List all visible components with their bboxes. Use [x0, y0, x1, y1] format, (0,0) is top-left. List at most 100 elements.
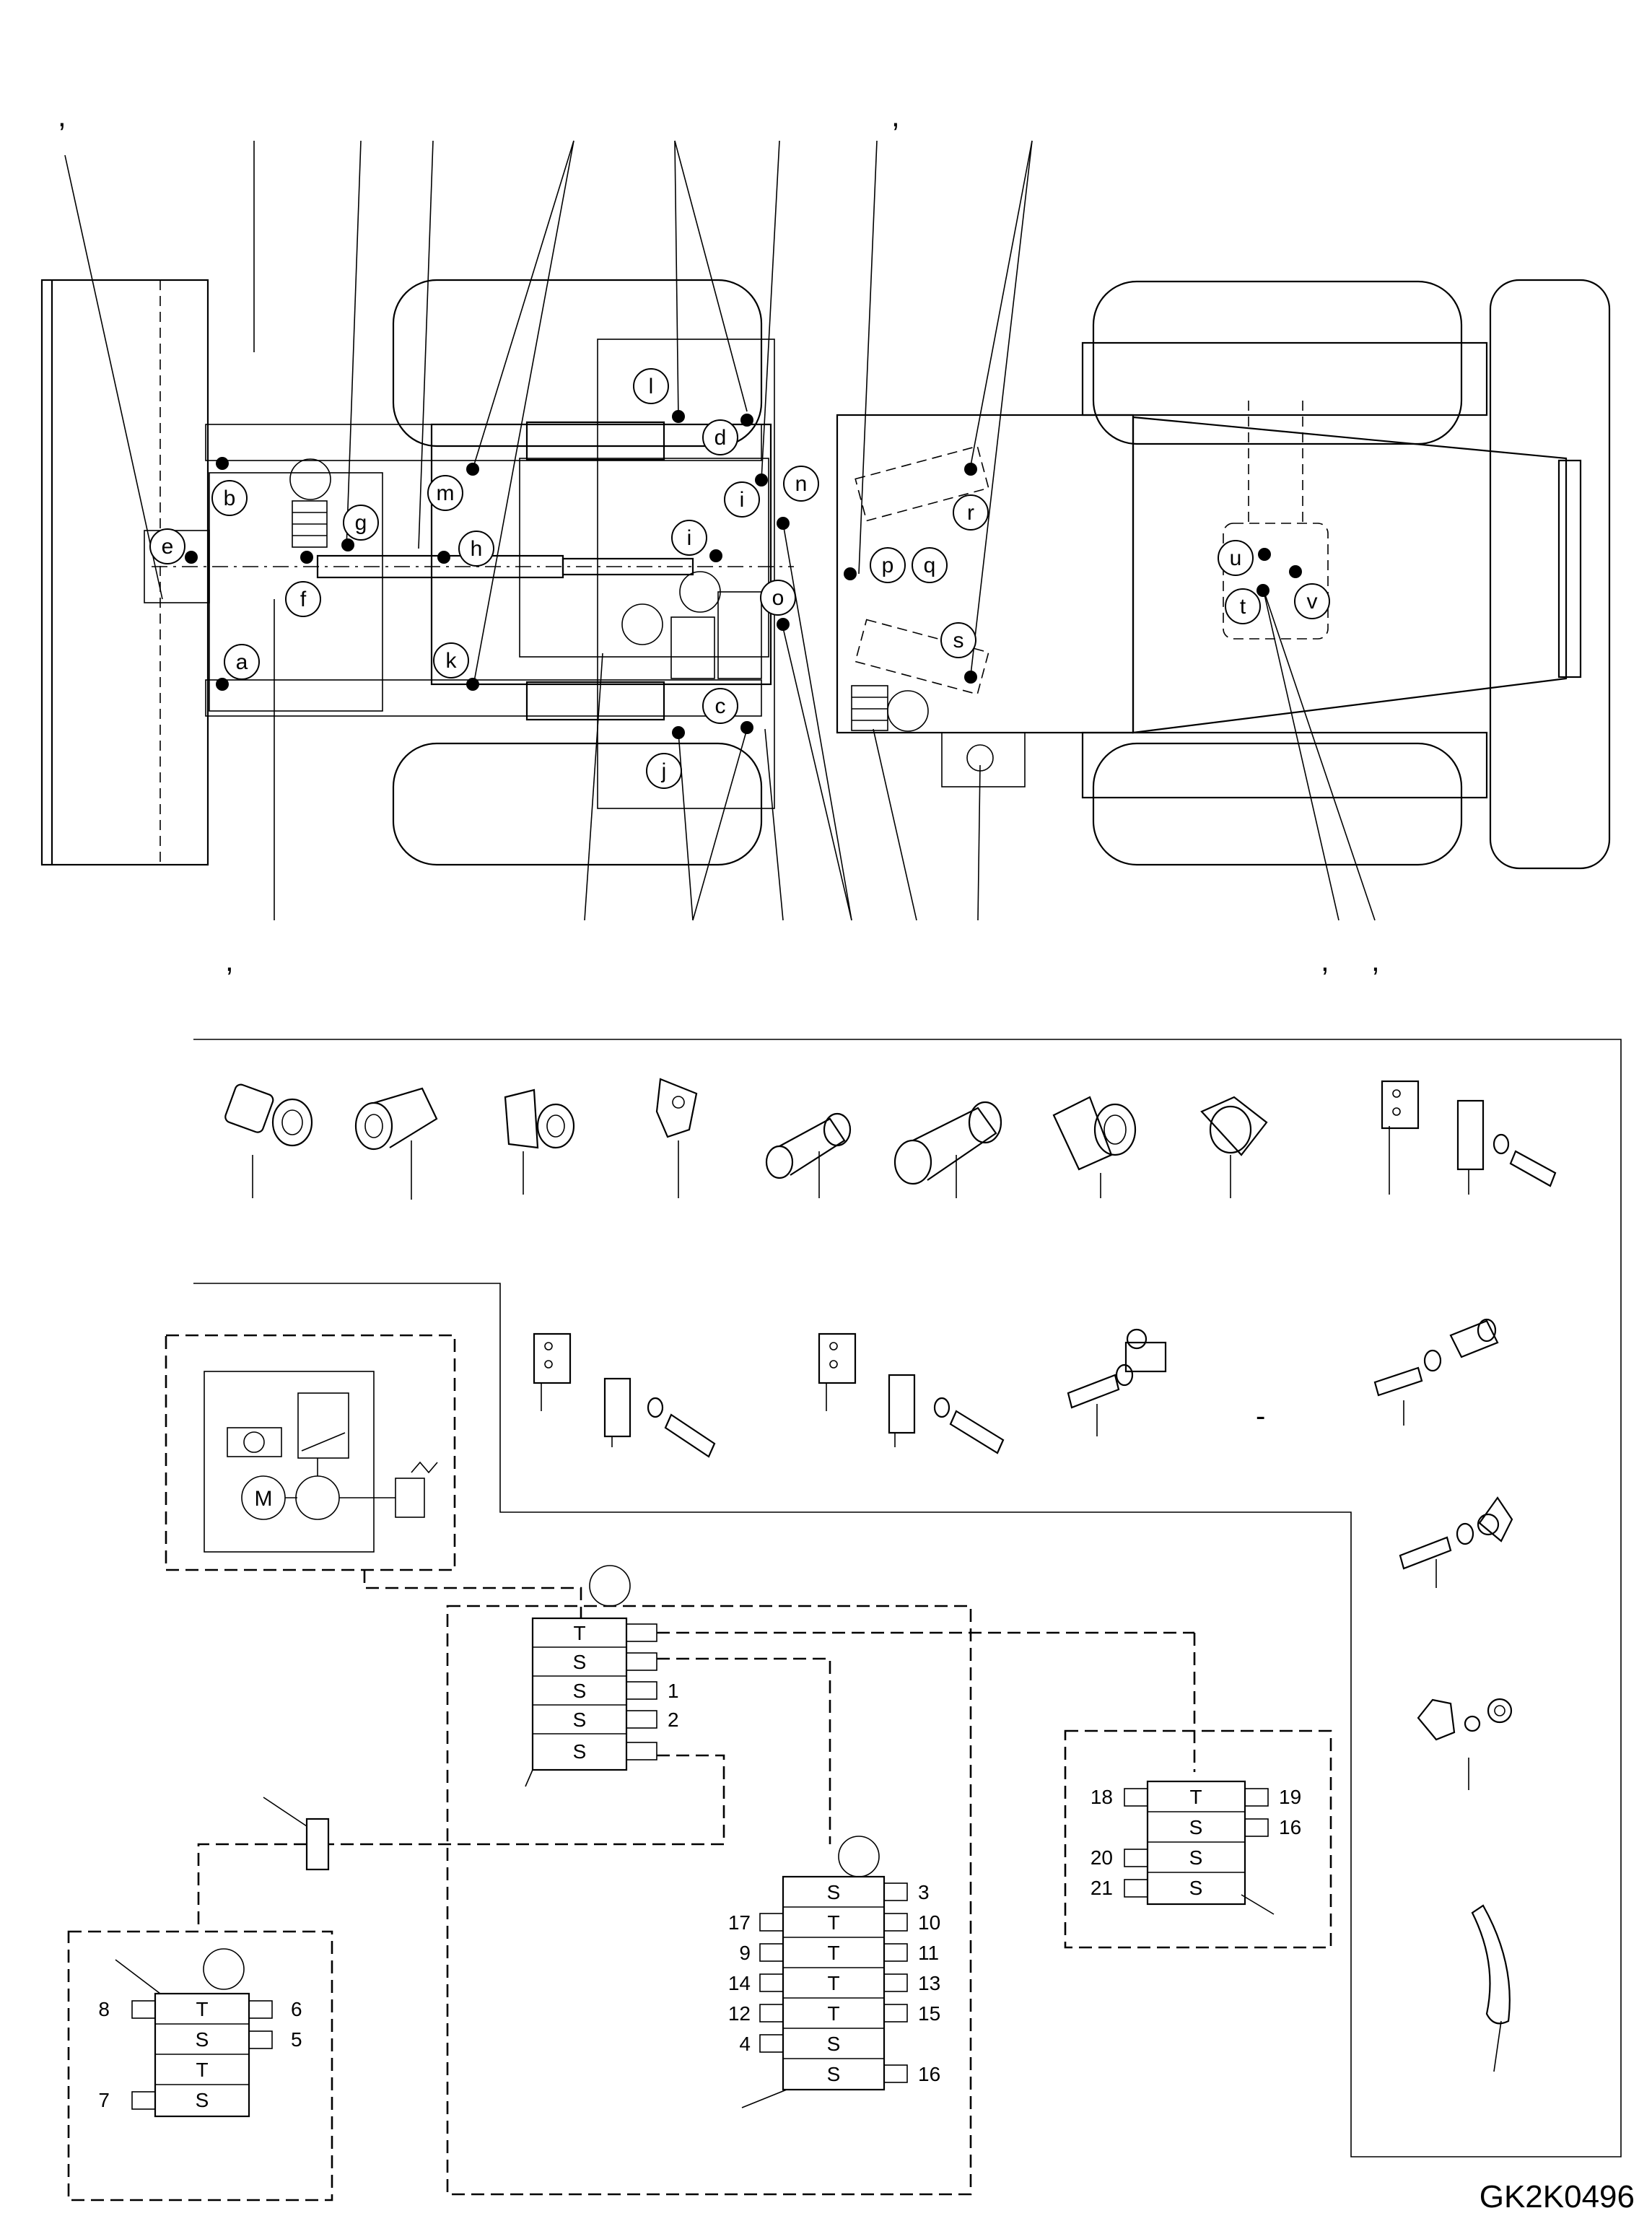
block2-port-left: 12 — [728, 2002, 751, 2025]
point-v: v — [1289, 565, 1330, 619]
grease-nipple-icon — [655, 1078, 698, 1198]
point-i-lower: i — [671, 520, 722, 562]
block2-port-right: 3 — [918, 1881, 930, 1903]
svg-text:b: b — [224, 486, 236, 510]
block2-port-right: 11 — [918, 1942, 939, 1964]
svg-text:m: m — [437, 481, 455, 505]
block1-cell: S — [573, 1651, 587, 1673]
filter-icon — [305, 1818, 330, 1871]
block2-port-right: 15 — [918, 2002, 940, 2025]
pump-icon — [295, 1475, 340, 1520]
svg-text:h: h — [471, 537, 483, 561]
block3-port-right: 16 — [1279, 1816, 1301, 1838]
block4-port-left: 7 — [98, 2089, 110, 2111]
straight-union-icon — [354, 1087, 438, 1200]
hose-clamp-nut-icon — [1417, 1698, 1513, 1790]
cable-tie-icon — [1471, 1904, 1511, 2072]
point-f: f — [285, 551, 321, 617]
block4-port-right: 5 — [291, 2028, 302, 2051]
point-p: p — [844, 547, 906, 583]
adapter-nipple-icon — [1200, 1096, 1268, 1198]
point-l: l — [633, 368, 685, 423]
point-d: d — [702, 414, 753, 455]
group-marker-main — [589, 1565, 631, 1607]
svg-text:a: a — [236, 650, 248, 674]
point-t: t — [1225, 584, 1269, 624]
grease-points: a b c d e f g h i i j k l m n o p q r s … — [149, 368, 1330, 789]
point-q: q — [912, 547, 948, 583]
elbow-adapter-icon — [1052, 1096, 1137, 1198]
point-a: a — [216, 644, 260, 691]
block4-cell: T — [196, 1998, 208, 2020]
callout-tick: , — [891, 99, 900, 133]
distributor-block-4: T S T S 8 7 6 5 — [98, 1959, 302, 2118]
point-i-upper: i — [724, 474, 768, 518]
callout-tick: , — [1371, 943, 1380, 977]
spacer-bolt-set-icon — [1373, 1318, 1499, 1426]
straight-union-large-icon — [893, 1101, 1002, 1198]
point-h: h — [437, 531, 494, 567]
block3-port-left: 21 — [1091, 1877, 1113, 1899]
svg-text:s: s — [953, 629, 964, 653]
point-g: g — [341, 505, 379, 551]
clamp-bolt-set-top-icon — [1381, 1080, 1557, 1195]
svg-text:u: u — [1230, 546, 1242, 570]
point-b: b — [211, 457, 248, 516]
group-marker-block4 — [203, 1948, 245, 1990]
svg-text:o: o — [772, 586, 785, 610]
block4-cell: S — [196, 2089, 209, 2111]
tiny-block-front — [289, 458, 331, 548]
svg-text:e: e — [162, 535, 174, 559]
svg-text:t: t — [1240, 595, 1246, 619]
svg-text:i: i — [687, 526, 692, 550]
block3-port-right: 19 — [1279, 1786, 1301, 1808]
machine-top-view — [40, 140, 1611, 921]
svg-text:i: i — [740, 488, 745, 512]
point-s: s — [940, 622, 977, 684]
distributor-block-3: T S S S 18 20 21 19 16 — [1091, 1780, 1301, 1915]
clamp-set-1-icon — [533, 1332, 716, 1458]
block2-cell: S — [827, 2063, 841, 2085]
block2-port-right: 13 — [918, 1972, 940, 1994]
elbow-fitting-icon — [224, 1083, 313, 1198]
svg-text:c: c — [715, 694, 726, 718]
group-box-front — [67, 1930, 333, 2202]
distributor-block-1: T S S S S 1 2 — [525, 1617, 679, 1787]
svg-text:d: d — [714, 426, 727, 450]
tiny-block-middle — [621, 571, 762, 679]
block1-cell: T — [573, 1622, 585, 1644]
block4-port-right: 6 — [291, 1998, 302, 2020]
point-r: r — [953, 463, 989, 531]
clamp-row: - — [533, 1318, 1513, 2072]
block3-cell: T — [1189, 1786, 1202, 1808]
dash-mark: - — [1256, 1400, 1265, 1432]
block3-cell: S — [1189, 1846, 1203, 1869]
parts-panel-outline — [193, 1039, 1622, 2157]
block1-cell: S — [573, 1740, 587, 1763]
pump-unit: M — [165, 1334, 456, 1571]
piping — [197, 1570, 1196, 1927]
svg-text:g: g — [355, 511, 367, 535]
svg-text:f: f — [300, 588, 307, 611]
group-box-rear — [1064, 1729, 1332, 1949]
block4-port-left: 8 — [98, 1998, 110, 2020]
block3-port-left: 18 — [1091, 1786, 1113, 1808]
block3-cell: S — [1189, 1877, 1203, 1899]
block2-cell: T — [827, 1911, 839, 1934]
block1-port-number: 1 — [668, 1680, 679, 1702]
block1-port-number: 2 — [668, 1709, 679, 1731]
block2-cell: T — [827, 2002, 839, 2025]
block1-cell: S — [573, 1680, 587, 1702]
point-c: c — [702, 688, 753, 734]
motor-label: M — [255, 1487, 273, 1511]
distributor-block-2: S T T T T S S 17 9 14 12 4 3 10 11 13 15… — [728, 1875, 940, 2108]
group-box-main — [446, 1605, 972, 2196]
svg-text:p: p — [882, 554, 894, 577]
callout-tick: , — [1321, 943, 1329, 977]
straight-connector-icon — [765, 1112, 852, 1198]
callout-tick: , — [58, 99, 66, 133]
point-o: o — [760, 580, 796, 631]
pipe-clip-icon — [1399, 1496, 1513, 1588]
clip-bolt-set-icon — [1067, 1328, 1167, 1436]
